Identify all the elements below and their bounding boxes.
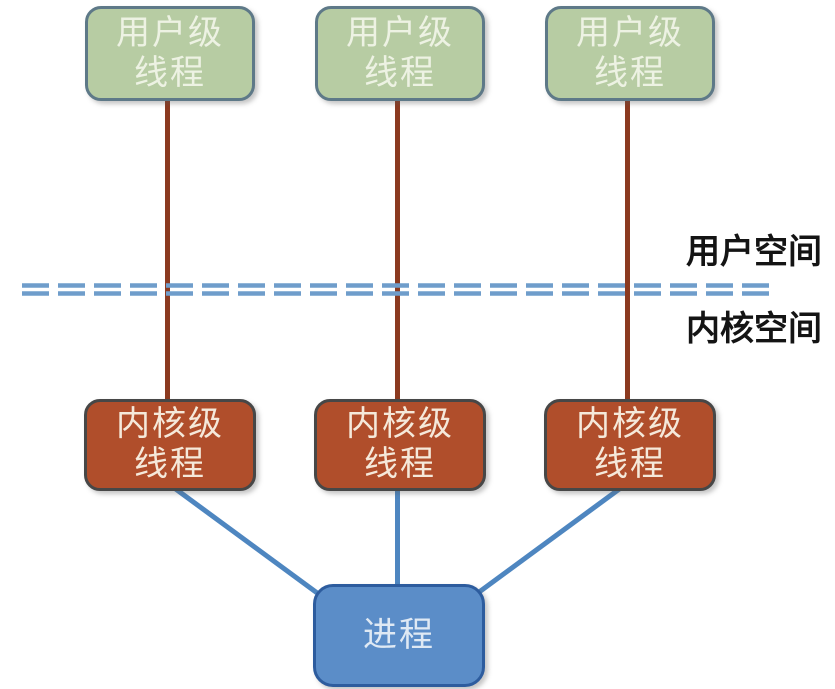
kernel-thread-box-3-label-line1: 内核级: [576, 406, 684, 443]
user-thread-box-1: 用户级 线程: [85, 6, 255, 101]
kernel-thread-box-1-label-line1: 内核级: [116, 406, 224, 443]
user-thread-box-3: 用户级 线程: [545, 6, 715, 101]
process-box: 进程: [313, 584, 485, 687]
user-thread-box-3-label-line1: 用户级: [576, 14, 684, 52]
kernel-thread-box-3-label-line2: 线程: [594, 446, 666, 483]
kernel-thread-box-2-label-line2: 线程: [364, 446, 436, 483]
kernel-process-connector-3: [469, 480, 629, 601]
user-space-label: 用户空间: [686, 234, 822, 271]
process-box-label: 进程: [363, 616, 435, 654]
user-thread-box-3-label-line2: 线程: [594, 54, 666, 92]
kernel-process-connector-1: [166, 480, 326, 601]
kernel-thread-box-2-label-line1: 内核级: [346, 406, 454, 443]
user-thread-box-1-label-line2: 线程: [134, 54, 206, 92]
kernel-thread-box-3: 内核级 线程: [544, 399, 716, 491]
kernel-thread-box-1-label-line2: 线程: [134, 446, 206, 483]
user-thread-box-2-label-line2: 线程: [364, 54, 436, 92]
user-thread-box-2: 用户级 线程: [315, 6, 485, 101]
kernel-thread-box-1: 内核级 线程: [84, 399, 256, 491]
space-boundary-dashed-line: [22, 283, 772, 296]
kernel-thread-box-2: 内核级 线程: [314, 399, 486, 491]
kernel-space-label: 内核空间: [686, 311, 822, 348]
user-thread-box-1-label-line1: 用户级: [116, 14, 224, 52]
user-thread-box-2-label-line1: 用户级: [346, 14, 454, 52]
